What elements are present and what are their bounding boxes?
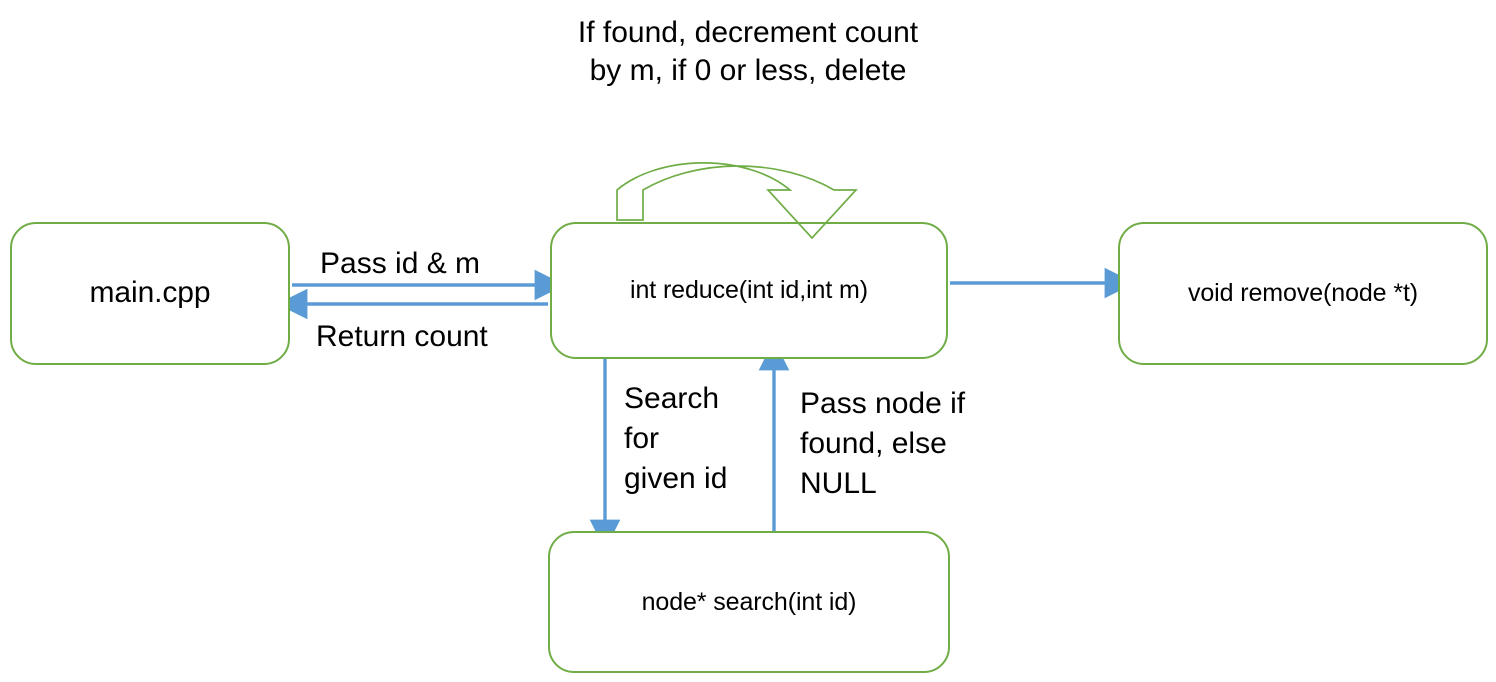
edge-label-pass-node-if-found: Pass node if found, else NULL xyxy=(800,387,966,500)
return-count-clip-mask xyxy=(292,352,548,366)
node-main-cpp-label: main.cpp xyxy=(89,276,211,310)
self-loop-curved-arrow-icon xyxy=(616,161,858,240)
edge-label-return-count: Return count xyxy=(316,320,488,353)
node-void-remove-label: void remove(node *t) xyxy=(1187,279,1419,308)
node-int-reduce[interactable]: int reduce(int id,int m) xyxy=(550,222,948,359)
node-node-search-label: node* search(int id) xyxy=(641,587,857,616)
node-void-remove[interactable]: void remove(node *t) xyxy=(1118,222,1488,365)
edge-label-pass-id-and-m: Pass id & m xyxy=(320,247,481,280)
node-node-search[interactable]: node* search(int id) xyxy=(548,531,950,673)
node-int-reduce-label: int reduce(int id,int m) xyxy=(630,276,868,305)
edge-label-search-for-given-id: Search for given id xyxy=(624,382,728,495)
node-main-cpp[interactable]: main.cpp xyxy=(10,222,290,365)
self-loop-caption: If found, decrement count by m, if 0 or … xyxy=(577,16,919,88)
